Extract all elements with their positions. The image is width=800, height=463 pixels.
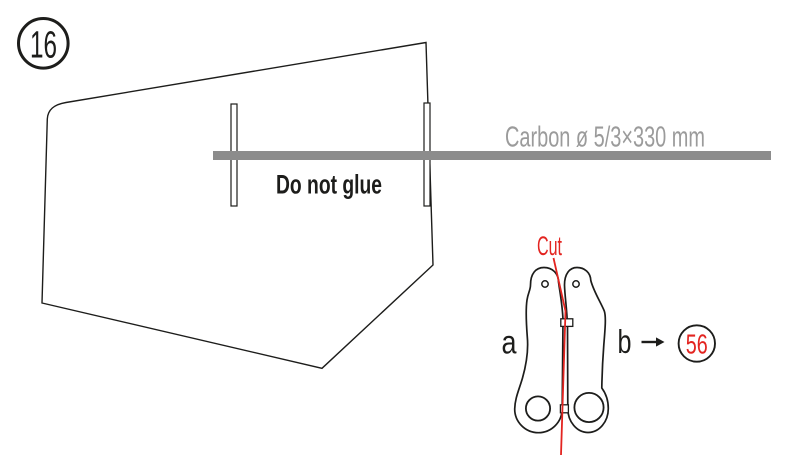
fin-panel: Carbon ø 5/3×330 mm Do not glue: [41, 41, 771, 370]
part-b-label: b: [618, 323, 632, 360]
carbon-rod-label: Carbon ø 5/3×330 mm: [505, 122, 705, 154]
part-b-outline: [563, 266, 610, 434]
part-b-large-hole: [573, 391, 605, 423]
step-badge: 16: [17, 17, 70, 70]
upper-sprue-bridge: [560, 318, 574, 328]
step-number: 16: [30, 25, 57, 67]
part-number-circle: [677, 324, 716, 363]
part-b-pivot-hole: [572, 280, 580, 288]
part-a-large-hole: [525, 395, 552, 422]
part-a-outline: [513, 266, 564, 434]
part-number: 56: [686, 329, 708, 360]
arrow-head-icon: [656, 337, 665, 347]
step-number-circle: [17, 17, 70, 70]
lower-sprue-bridge: [559, 404, 570, 414]
part-a-pivot-hole: [541, 280, 549, 288]
cut-line: [552, 257, 567, 456]
cut-label: Cut: [537, 231, 562, 261]
part-a-label: a: [502, 324, 518, 361]
carbon-rod: [213, 151, 771, 160]
do-not-glue-label: Do not glue: [276, 170, 382, 200]
horn-parts-detail: Cut a b 56: [502, 231, 716, 456]
